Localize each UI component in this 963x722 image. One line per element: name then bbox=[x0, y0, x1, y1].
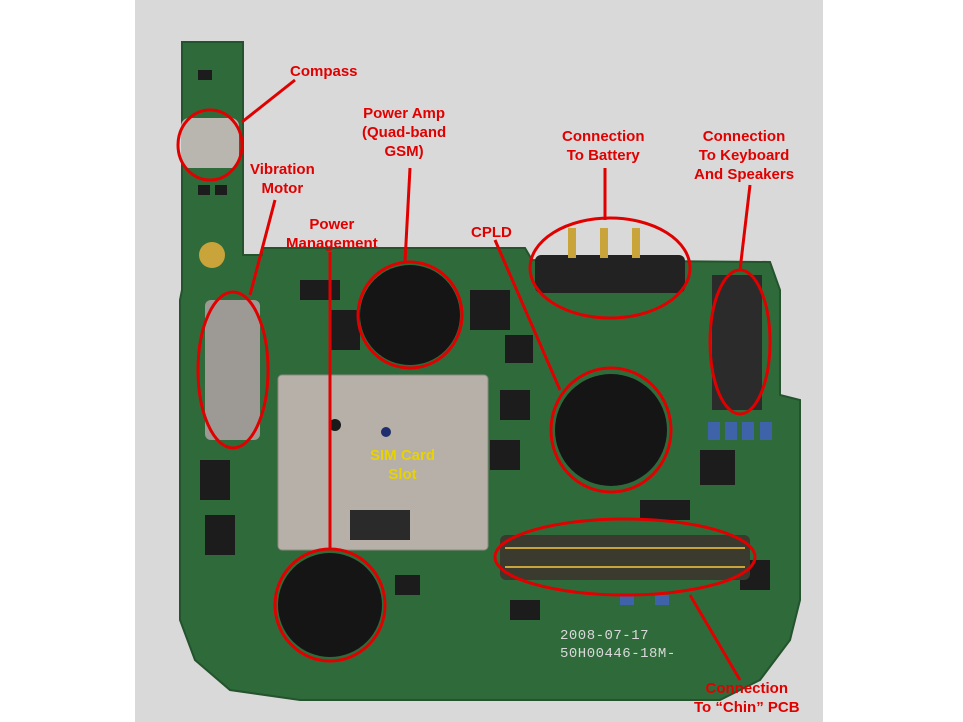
cpld-label: CPLD bbox=[471, 223, 512, 242]
pcb-photo bbox=[135, 0, 823, 722]
power-amp-label: Power Amp (Quad-band GSM) bbox=[362, 104, 446, 161]
shield-hole bbox=[329, 419, 341, 431]
connection-battery-label-line: To Battery bbox=[566, 147, 640, 164]
sim-card-label-line: Slot bbox=[388, 466, 417, 483]
connection-chin-label-line: Connection bbox=[705, 680, 789, 697]
connection-keyboard-label-line: To Keyboard bbox=[698, 147, 790, 164]
cpld-chip bbox=[555, 374, 667, 486]
connection-chin-label: Connection To “Chin” PCB bbox=[694, 679, 800, 717]
shield-dot bbox=[381, 427, 391, 437]
power-amp-leader bbox=[403, 167, 412, 263]
vibration-motor-ellipse bbox=[196, 290, 270, 450]
blue-capacitors bbox=[620, 422, 772, 605]
board-date-marking: 2008-07-17 bbox=[560, 628, 650, 644]
cpld-ellipse bbox=[549, 366, 673, 494]
power-amp-chip bbox=[360, 265, 460, 365]
chin-leader bbox=[688, 594, 742, 681]
vibration-motor-body bbox=[205, 300, 260, 440]
sim-contacts bbox=[350, 510, 410, 540]
power-amp-label-line: (Quad-band bbox=[362, 124, 447, 141]
power-management-label-line: Power bbox=[309, 216, 355, 233]
compass-chip bbox=[181, 118, 239, 168]
power-management-label-line: Management bbox=[286, 235, 378, 252]
compass-label-line: Compass bbox=[290, 63, 358, 80]
battery-pin bbox=[632, 228, 640, 258]
compass-label: Compass bbox=[290, 62, 358, 81]
chin-ellipse bbox=[493, 517, 757, 597]
cpld-label-line: CPLD bbox=[471, 224, 512, 241]
vibration-motor-label: Vibration Motor bbox=[250, 160, 315, 198]
connection-keyboard-label-line: And Speakers bbox=[694, 166, 795, 183]
power-amp-label-line: Power Amp bbox=[363, 105, 446, 122]
power-management-label: Power Management bbox=[286, 215, 378, 253]
battery-pin bbox=[568, 228, 576, 258]
battery-ellipse bbox=[528, 216, 692, 320]
cpld-leader bbox=[493, 239, 562, 391]
connector-pins bbox=[505, 547, 745, 568]
sim-card-label-line: SIM Card bbox=[370, 447, 436, 464]
connection-chin-label-line: To “Chin” PCB bbox=[694, 699, 800, 716]
battery-pin bbox=[600, 228, 608, 258]
pcb-components bbox=[198, 70, 770, 620]
board-part-number: 50H00446-18M- bbox=[560, 646, 676, 662]
connection-battery-label: Connection To Battery bbox=[562, 127, 645, 165]
battery-connector bbox=[535, 255, 685, 293]
leader-lines bbox=[241, 78, 752, 681]
power-amp-ellipse bbox=[356, 260, 464, 370]
compass-ellipse bbox=[176, 108, 244, 182]
connection-keyboard-label-line: Connection bbox=[702, 128, 786, 145]
vibration-motor-label-line: Motor bbox=[261, 180, 304, 197]
vibration-leader bbox=[248, 199, 277, 296]
power-management-chip bbox=[278, 553, 382, 657]
compass-leader bbox=[241, 78, 296, 124]
connection-battery-label-line: Connection bbox=[562, 128, 645, 145]
gold-mount-pad bbox=[199, 242, 225, 268]
vibration-motor-label-line: Vibration bbox=[250, 161, 315, 178]
keyboard-connector bbox=[712, 275, 762, 410]
chin-connector bbox=[500, 535, 750, 580]
keyboard-leader bbox=[738, 184, 752, 271]
connection-keyboard-label: Connection To Keyboard And Speakers bbox=[694, 127, 794, 184]
power-amp-label-line: GSM) bbox=[384, 143, 424, 160]
sim-card-label: SIM Card Slot bbox=[370, 446, 435, 484]
